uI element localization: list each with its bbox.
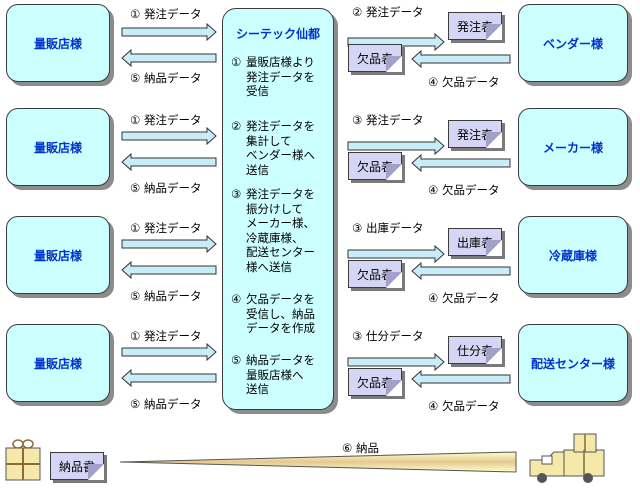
send-data-label: ③ 仕分データ [352, 329, 424, 343]
store-label: 量販店様 [33, 356, 82, 371]
delivery-label: ⑥ 納品 [342, 441, 379, 455]
delivery-big-arrow [119, 451, 517, 473]
order-data-label: ① 発注データ [130, 7, 202, 21]
shortage-arrow-4 [411, 369, 511, 389]
send-arrow-3 [347, 244, 445, 264]
delivery-arrow-3 [121, 260, 217, 280]
shortage-doc-4: 欠品表 [348, 368, 402, 396]
shortage-data-label: ④ 欠品データ [428, 75, 500, 89]
partner-box-distribution-center: 配送センター様 [518, 324, 628, 402]
shortage-doc-2: 欠品表 [348, 152, 402, 180]
shortage-data-label: ④ 欠品データ [428, 291, 500, 305]
partner-label: メーカー様 [542, 140, 603, 155]
step-number: ② [231, 119, 242, 133]
order-data-label: ① 発注データ [130, 113, 202, 127]
doc-label: 出庫表 [456, 235, 493, 250]
send-data-label: ② 発注データ [352, 5, 424, 19]
step-text: 発注データを 集計して ベンダー様へ 送信 [246, 119, 315, 177]
send-doc-2: 発注表 [448, 120, 502, 148]
delivery-data-label: ⑤ 納品データ [130, 71, 202, 85]
invoice-doc: 納品書 [50, 452, 104, 480]
shortage-arrow-2 [411, 153, 511, 173]
delivery-arrow-2 [121, 152, 217, 172]
step-text: 納品データを 量販店様へ 送信 [246, 353, 315, 396]
center-title: シーテック仙都 [235, 27, 320, 41]
order-arrow-4 [121, 342, 217, 362]
store-box-2: 量販店様 [6, 108, 110, 186]
center-box-ctec: シーテック仙都 ① 量販店様より 発注データを 受信 ② 発注データを 集計して… [222, 8, 334, 410]
store-box-3: 量販店様 [6, 216, 110, 294]
delivery-arrow-1 [121, 48, 217, 68]
shortage-arrow-3 [411, 261, 511, 281]
step-text: 量販店様より 発注データを 受信 [246, 55, 315, 98]
step-number: ④ [231, 292, 242, 306]
delivery-data-label: ⑤ 納品データ [130, 181, 202, 195]
partner-label: 配送センター様 [530, 356, 615, 371]
doc-label: 仕分表 [456, 343, 493, 358]
order-data-label: ① 発注データ [130, 329, 202, 343]
order-data-label: ① 発注データ [130, 221, 202, 235]
doc-label: 欠品表 [356, 51, 393, 66]
package-icon [5, 439, 41, 481]
delivery-data-label: ⑤ 納品データ [130, 289, 202, 303]
doc-label: 納品書 [58, 459, 95, 474]
step-number: ① [231, 55, 242, 69]
doc-label: 欠品表 [356, 267, 393, 282]
shortage-doc-1: 欠品表 [348, 44, 402, 72]
partner-label: ベンダー様 [542, 36, 603, 51]
store-label: 量販店様 [33, 36, 82, 51]
send-arrow-4 [347, 352, 445, 372]
store-box-4: 量販店様 [6, 324, 110, 402]
partner-box-cold-storage: 冷蔵庫様 [518, 216, 628, 294]
store-label: 量販店様 [33, 140, 82, 155]
shortage-data-label: ④ 欠品データ [428, 183, 500, 197]
send-doc-4: 仕分表 [448, 336, 502, 364]
doc-label: 発注表 [456, 127, 493, 142]
step-text: 欠品データを 受信し、納品 データを作成 [246, 292, 315, 335]
truck-icon [529, 433, 605, 483]
shortage-data-label: ④ 欠品データ [428, 399, 500, 413]
order-arrow-3 [121, 234, 217, 254]
doc-label: 発注表 [456, 19, 493, 34]
shortage-doc-3: 欠品表 [348, 260, 402, 288]
partner-box-vendor: ベンダー様 [518, 4, 628, 82]
store-label: 量販店様 [33, 248, 82, 263]
delivery-arrow-4 [121, 368, 217, 388]
send-data-label: ③ 発注データ [352, 113, 424, 127]
doc-label: 欠品表 [356, 375, 393, 390]
step-number: ③ [231, 187, 242, 201]
doc-label: 欠品表 [356, 159, 393, 174]
partner-box-maker: メーカー様 [518, 108, 628, 186]
send-doc-1: 発注表 [448, 12, 502, 40]
order-arrow-1 [121, 22, 217, 42]
partner-label: 冷蔵庫様 [548, 248, 597, 263]
delivery-data-label: ⑤ 納品データ [130, 397, 202, 411]
step-text: 発注データを 振分けして メーカー様、 冷蔵庫様、 配送センター 様へ送信 [246, 187, 315, 274]
order-arrow-2 [121, 126, 217, 146]
shortage-arrow-1 [411, 49, 511, 69]
step-number: ⑤ [231, 353, 242, 367]
store-box-1: 量販店様 [6, 4, 110, 82]
send-arrow-2 [347, 136, 445, 156]
send-doc-3: 出庫表 [448, 228, 502, 256]
send-data-label: ③ 出庫データ [352, 221, 424, 235]
